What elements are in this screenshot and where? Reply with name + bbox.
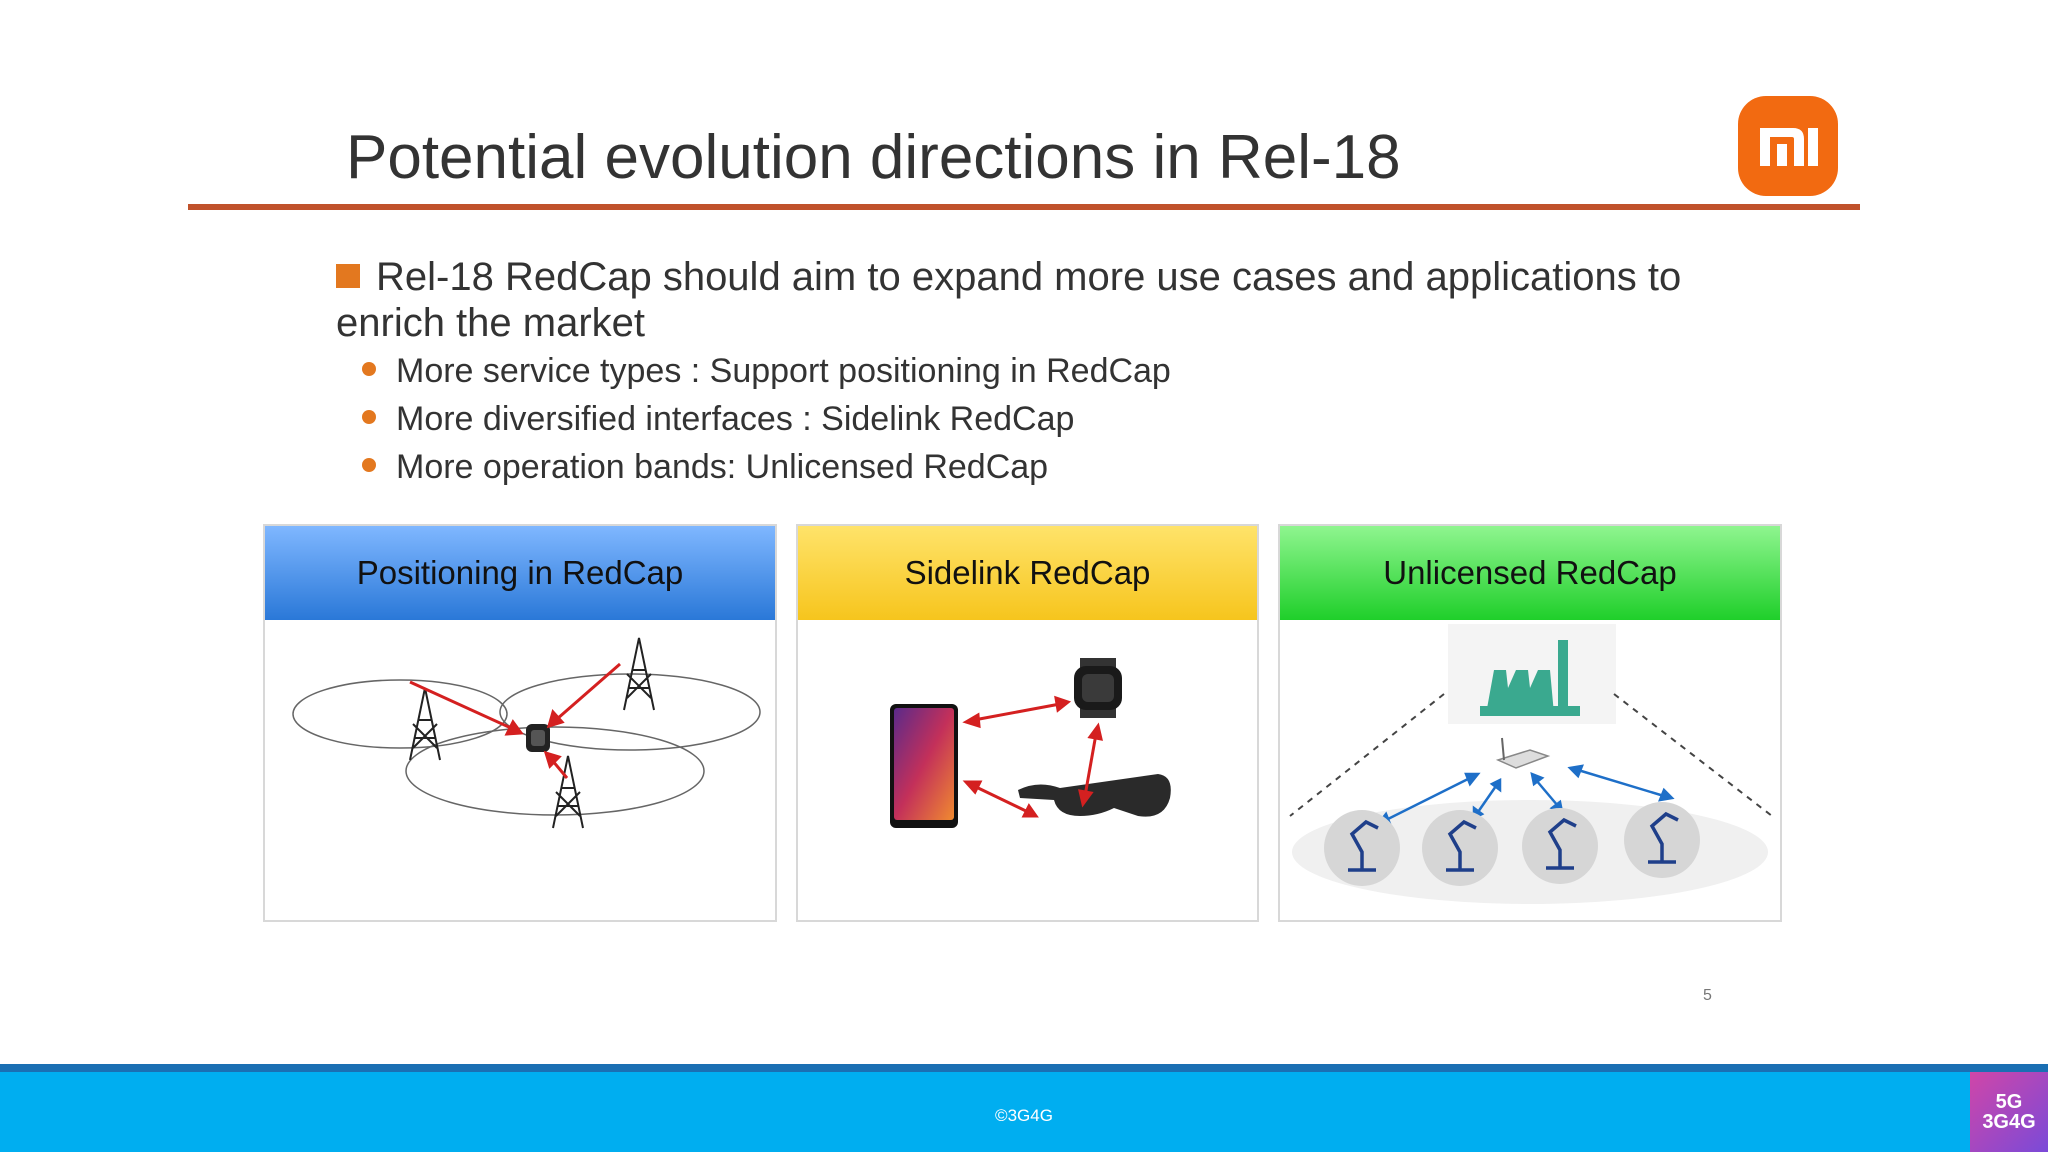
page-number: 5 [1703,987,1712,1004]
vr-glasses-icon [1018,774,1171,817]
slide-title: Potential evolution directions in Rel-18 [346,123,1401,192]
positioning-diagram [292,637,761,829]
panel-title: Sidelink RedCap [798,526,1257,620]
footer-bar [0,1072,2048,1152]
panel-title: Positioning in RedCap [265,526,775,620]
mi-logo-icon [1760,128,1818,166]
router-icon [1495,737,1551,769]
panel-sidelink: Sidelink RedCap [796,524,1259,922]
main-bullet: Rel-18 RedCap should aim to expand more … [336,254,1736,346]
dot-bullet-icon [362,410,376,424]
positioning-arrows [409,662,621,779]
square-bullet-icon [336,264,360,288]
footer-divider [0,1064,2048,1072]
robot-arm-icon [1324,810,1400,886]
footer-copyright: ©3G4G [995,1106,1053,1125]
title-underline [188,204,1860,210]
dot-bullet-icon [362,362,376,376]
3g4g-logo: 5G 3G4G [1970,1072,2048,1152]
sub-bullet: More operation bands: Unlicensed RedCap [362,448,1048,487]
tower-icon [623,637,655,711]
phone-icon [890,704,958,828]
wireless-links [1375,764,1675,826]
panel-title: Unlicensed RedCap [1280,526,1780,620]
coverage-lines [1289,693,1773,817]
sub-bullet-text: More service types : Support positioning… [396,352,1171,390]
slide: Potential evolution directions in Rel-18… [188,96,1860,1004]
sidelink-diagram [890,658,1171,828]
sub-bullet: More diversified interfaces : Sidelink R… [362,400,1074,439]
factory-icon [1480,640,1580,716]
watch-icon [526,724,550,752]
xiaomi-logo [1738,96,1838,196]
robot-arm-icon [1522,808,1598,884]
badge-bottom-text: 3G4G [1982,1111,2036,1133]
tower-icon [552,755,584,829]
sidelink-arrows [962,695,1103,818]
smartwatch-icon [1074,658,1122,718]
robot-arm-icon [1624,802,1700,878]
badge-top-text: 5G [1995,1091,2023,1113]
dot-bullet-icon [362,458,376,472]
unlicensed-diagram [1289,624,1773,904]
panel-unlicensed: Unlicensed RedCap [1278,524,1782,922]
robot-arm-icon [1422,810,1498,886]
sub-bullet: More service types : Support positioning… [362,352,1171,391]
main-bullet-text: Rel-18 RedCap should aim to expand more … [336,255,1682,345]
panel-positioning: Positioning in RedCap [263,524,777,922]
sub-bullet-text: More operation bands: Unlicensed RedCap [396,448,1049,486]
sub-bullet-text: More diversified interfaces : Sidelink R… [396,400,1075,438]
